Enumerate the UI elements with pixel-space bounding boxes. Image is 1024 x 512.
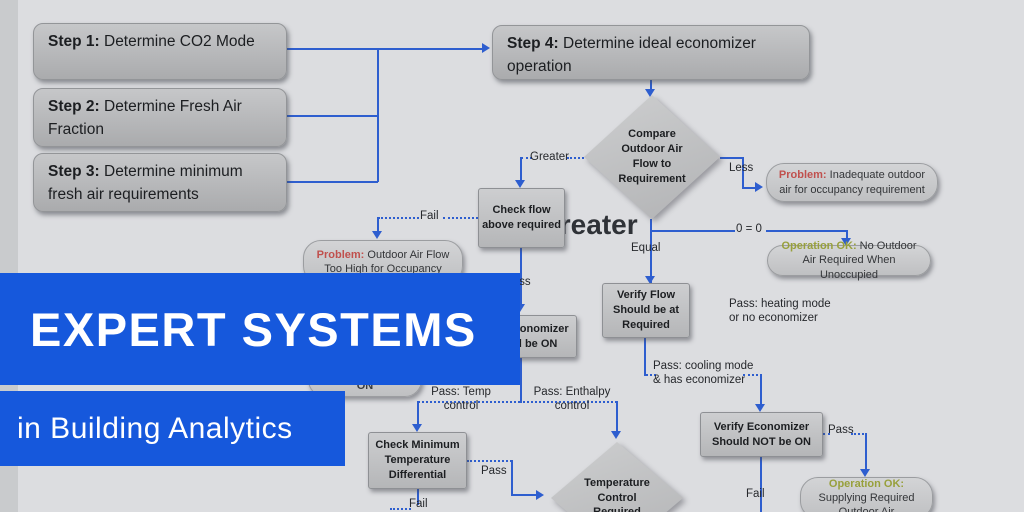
- subtitle-banner: in Building Analytics: [0, 391, 345, 466]
- arrowhead-into-inadequate: [755, 182, 763, 192]
- step-2-box: Step 2: Determine Fresh Air Fraction: [33, 88, 287, 147]
- ok-no-outdoor-pill: Operation OK: No Outdoor Air Required Wh…: [767, 240, 931, 281]
- label-greater: Greater: [530, 151, 569, 163]
- step-3-box: Step 3: Determine minimum fresh air requ…: [33, 153, 287, 212]
- step-1-text: Determine CO2 Mode: [99, 33, 255, 50]
- arrowhead-into-step4: [482, 43, 490, 53]
- connector-equal-down: [650, 219, 652, 283]
- connector-cooling-down: [760, 374, 762, 406]
- connector-split-right: [520, 401, 617, 403]
- connector-step4-diamond: [650, 80, 652, 91]
- verify-economizer-not-on-box: Verify Economizer Should NOT be ON: [700, 412, 823, 457]
- connector-checkmin-elbow: [511, 460, 513, 496]
- step-1-box: Step 1: Determine CO2 Mode: [33, 23, 287, 80]
- title-banner: EXPERT SYSTEMS: [0, 273, 520, 385]
- step-4-box: Step 4: Determine ideal economizer opera…: [492, 25, 810, 80]
- compare-outdoor-air-diamond: Compare Outdoor Air Flow to Requirement: [584, 95, 720, 219]
- connector-checkflow-down: [520, 248, 522, 308]
- verify-economizer-not-on-text: Verify Economizer Should NOT be ON: [712, 420, 811, 448]
- connector-cooling-a: [646, 374, 656, 376]
- arrowhead-into-toohigh: [372, 231, 382, 239]
- connector-greater-a: [521, 157, 532, 159]
- label-zero-equals: 0 = 0: [736, 223, 762, 235]
- connector-greater-b: [567, 157, 584, 159]
- connector-temp-down: [417, 401, 419, 426]
- label-equal: Equal: [631, 242, 661, 254]
- connector-checkmin-fail-left: [390, 508, 411, 510]
- arrowhead-into-checkmin: [412, 424, 422, 432]
- arrowhead-into-economizeron: [515, 304, 525, 312]
- arrowhead-into-tempdiamond-left: [536, 490, 544, 500]
- label-pass-checkmin: Pass: [481, 465, 507, 477]
- step-4-text: Determine ideal economizer operation: [507, 35, 756, 76]
- connector-economizeron-down: [520, 358, 522, 403]
- step-2-label: Step 2:: [48, 98, 100, 115]
- ok-no-outdoor-text: Operation OK: No Outdoor Air Required Wh…: [781, 240, 917, 281]
- arrowhead-into-verifynoton: [755, 404, 765, 412]
- label-fail-checkflow: Fail: [420, 210, 439, 222]
- label-less: Less: [729, 162, 754, 174]
- compare-outdoor-air-text: Compare Outdoor Air Flow to Requirement: [618, 128, 686, 185]
- arrowhead-into-verifyflow: [645, 276, 655, 284]
- ok-supplying-text: Operation OK: Supplying Required Outdoor…: [818, 477, 915, 512]
- verify-flow-box: Verify Flow Should be at Required: [602, 283, 690, 338]
- banner-subtitle: in Building Analytics: [17, 411, 293, 445]
- connector-pass-right-b: [851, 433, 867, 435]
- label-fail-checkmin: Fail: [409, 498, 428, 510]
- problem-inadequate-pill: Problem: Inadequate outdoor air for occu…: [766, 163, 938, 202]
- check-flow-box: Check flow above required: [478, 188, 565, 248]
- problem-too-high-text: Problem: Outdoor Air Flow Too High for O…: [316, 248, 450, 275]
- connector-less-down: [742, 157, 744, 189]
- problem-inadequate-text: Problem: Inadequate outdoor air for occu…: [778, 169, 926, 196]
- temperature-control-text: Temperature Control Required: [584, 476, 650, 512]
- connector-step2-trunk: [287, 115, 378, 117]
- ok-supplying-pill: Operation OK: Supplying Required Outdoor…: [800, 477, 933, 512]
- label-pass-enthalpy: Pass: Enthalpy control: [533, 386, 611, 412]
- label-pass-verifynoton: Pass: [828, 424, 854, 436]
- step-4-label: Step 4:: [507, 35, 559, 52]
- label-pass-cooling: Pass: cooling mode & has economizer: [653, 360, 754, 386]
- connector-fail-left-a: [378, 217, 419, 219]
- connector-checkmin-toward-diamond: [511, 494, 538, 496]
- connector-checkmin-fail-down: [417, 489, 419, 505]
- connector-pass-right-down: [865, 433, 867, 471]
- connector-split-left: [418, 401, 520, 403]
- connector-verifyflow-down: [644, 338, 646, 376]
- step-1-label: Step 1:: [48, 33, 100, 50]
- label-pass-temp: Pass: Temp control: [431, 386, 491, 412]
- check-flow-text: Check flow above required: [482, 204, 561, 231]
- connector-zero-down: [846, 230, 848, 240]
- connector-fail-left-down: [377, 217, 379, 233]
- connector-greater-down: [520, 157, 522, 182]
- step-3-label: Step 3:: [48, 163, 100, 180]
- connector-fail-left-b: [443, 217, 478, 219]
- connector-step3-trunk: [287, 181, 378, 183]
- label-fail-verifynoton: Fail: [746, 488, 765, 500]
- verify-flow-text: Verify Flow Should be at Required: [613, 289, 679, 331]
- step-3-text: Determine minimum fresh air requirements: [48, 163, 243, 204]
- check-minimum-temp-text: Check Minimum Temperature Differential: [375, 439, 460, 481]
- arrowhead-into-supplying: [860, 469, 870, 477]
- connector-trunk-steps: [377, 48, 379, 182]
- connector-fail-bottom-right: [760, 457, 762, 512]
- connector-zero-a: [650, 230, 735, 232]
- connector-checkmin-right: [467, 460, 512, 462]
- arrowhead-into-compare: [645, 89, 655, 97]
- label-pass-heating: Pass: heating mode or no economizer: [729, 298, 831, 324]
- connector-zero-b: [766, 230, 848, 232]
- connector-pass-right-a: [823, 433, 830, 435]
- arrowhead-into-nooutdoor: [841, 238, 851, 246]
- connector-step1-step4: [287, 48, 484, 50]
- connector-less-b: [742, 187, 757, 189]
- temperature-control-diamond: Temperature Control Required: [551, 442, 683, 512]
- check-minimum-temp-box: Check Minimum Temperature Differential: [368, 432, 467, 489]
- step-2-text: Determine Fresh Air Fraction: [48, 98, 242, 139]
- banner-title: EXPERT SYSTEMS: [30, 302, 477, 356]
- arrowhead-into-checkflow: [515, 180, 525, 188]
- connector-less-a: [720, 157, 743, 159]
- connector-enthalpy-down: [616, 401, 618, 433]
- arrowhead-into-tempdiamond: [611, 431, 621, 439]
- connector-cooling-b: [743, 374, 762, 376]
